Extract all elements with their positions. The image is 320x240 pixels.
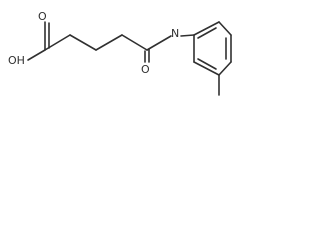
atom-label-carbonyl-oxygen: O [38, 10, 47, 23]
chemical-structure: O OH O N [8, 10, 232, 96]
bond-chain-1 [69, 34, 97, 51]
ring-double-bond-3 [197, 58, 217, 70]
bond-chain-2 [95, 34, 123, 51]
bond-cooh-c-oh [27, 49, 46, 61]
bond-chain-3 [121, 34, 148, 51]
ring-double-bond-1 [197, 27, 217, 39]
ring-bond-2 [218, 21, 232, 36]
atom-label-amide-oxygen: O [141, 63, 150, 76]
bond-n-ring [180, 34, 195, 37]
atom-label-amide-nitrogen: N [171, 27, 179, 40]
atom-label-hydroxyl: OH [8, 54, 25, 67]
bond-cooh-c-chain [44, 34, 71, 51]
ring-bond-1 [193, 21, 220, 36]
bond-amide-c-n [146, 35, 172, 51]
ring-bond-5 [193, 61, 220, 76]
ring-bond-4 [218, 61, 232, 76]
